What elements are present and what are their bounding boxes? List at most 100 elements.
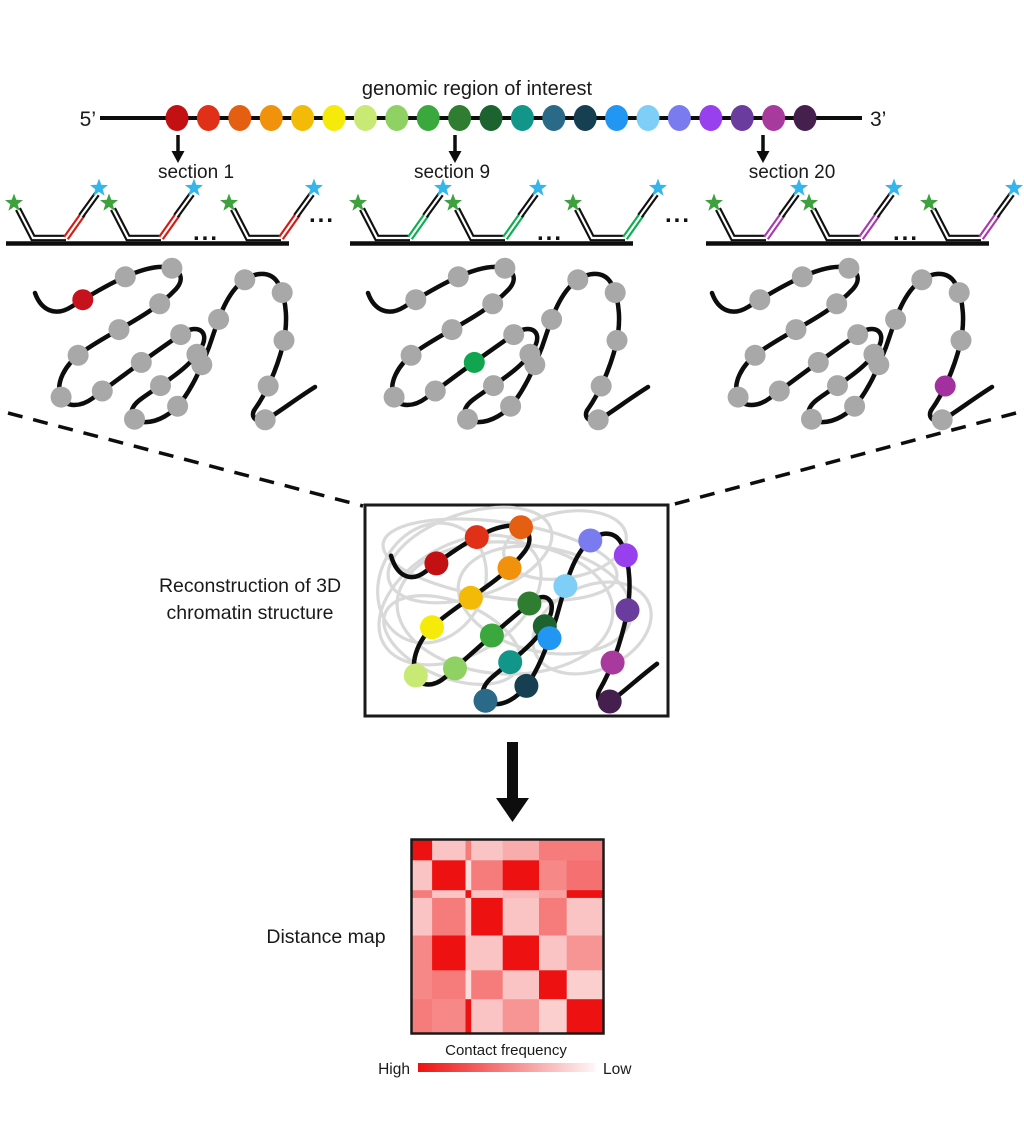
section-arrows (171, 135, 770, 163)
green-star-icon (349, 193, 367, 211)
heatmap-cell (539, 860, 568, 891)
locus-dot (383, 386, 405, 408)
blue-star-icon (790, 178, 808, 196)
heatmap-cell (539, 890, 568, 899)
probe-strand-gap (232, 208, 281, 240)
colorbar-gradient (418, 1063, 595, 1072)
probe-strand-gap (17, 208, 66, 240)
heatmap-cell (465, 897, 472, 936)
reconstructed-locus-dot (473, 688, 498, 713)
probe-strand-gap (765, 213, 784, 239)
genomic-region-title: genomic region of interest (362, 78, 593, 100)
probe-strand-gap (624, 213, 643, 239)
heatmap-cell (432, 860, 466, 891)
locus-dot (567, 269, 589, 291)
locus-dot (447, 266, 469, 288)
locus-dot (885, 308, 907, 330)
locus-dot (108, 319, 130, 341)
probe-unit-separator: ... (537, 219, 563, 246)
genomic-dot (322, 105, 346, 131)
reconstruction-label-line1: Reconstruction of 3D (159, 575, 341, 597)
genomic-dot (353, 105, 377, 131)
blue-star-icon (185, 178, 203, 196)
locus-dot (807, 351, 829, 373)
tangled-chromatin-squiggle (395, 540, 615, 676)
reconstructed-chain (391, 515, 657, 714)
locus-dot (400, 344, 422, 366)
heatmap-cell (539, 935, 568, 971)
genomic-dot (448, 105, 472, 131)
heatmap-cell (412, 890, 433, 899)
heatmap-cell (502, 860, 540, 891)
locus-dot (482, 293, 504, 315)
probe-strand-gap (361, 208, 410, 240)
genomic-dot (196, 105, 220, 131)
probe-strand-gap (280, 213, 299, 239)
green-star-icon (444, 193, 462, 211)
reconstructed-locus-dot (509, 515, 533, 540)
chromatin-blobs (32, 257, 995, 431)
genomic-dot (416, 105, 440, 131)
reconstructed-locus-dot (514, 673, 539, 698)
locus-dot (483, 375, 504, 397)
blue-star-icon (90, 178, 108, 196)
section-1-label: section 1 (158, 162, 234, 183)
locus-dot (768, 380, 790, 402)
heatmap-cell (465, 840, 472, 861)
probe-strand-gap (980, 213, 999, 239)
probe-strand-gap (995, 193, 1013, 217)
heatmap-cell (432, 999, 466, 1034)
probe-strand-gap (65, 213, 84, 239)
probe-unit-separator: ... (893, 219, 919, 246)
probe-unit (444, 178, 547, 242)
probe-strand-gap (456, 208, 505, 240)
down-arrow (496, 742, 529, 822)
probe-strand-gap (295, 193, 313, 217)
section-20-label: section 20 (749, 162, 836, 183)
genomic-dot (291, 105, 315, 131)
genomic-dot (573, 105, 597, 131)
locus-dot (590, 375, 612, 397)
tangled-chromatin-squiggle (381, 517, 619, 603)
genomic-dot (762, 105, 786, 131)
probe-strand-gap (717, 208, 766, 240)
probe-strand-gap (576, 208, 625, 240)
locus-dot (50, 386, 72, 408)
blue-star-icon (529, 178, 547, 196)
highlighted-locus-dot (72, 289, 94, 311)
colorbar-low-label: Low (603, 1061, 632, 1078)
locus-dot (124, 408, 145, 430)
probe-unit-separator: ... (193, 219, 219, 246)
probe-strand-gap (409, 213, 428, 239)
heatmap-cell (412, 935, 433, 971)
locus-dot (749, 289, 771, 311)
heatmap-cell (539, 970, 568, 1000)
locus-dot (950, 329, 972, 351)
reconstructed-locus-dot (403, 663, 428, 688)
heatmap-cell (471, 935, 504, 971)
locus-dot (826, 293, 848, 315)
heatmap-cell (471, 970, 504, 1000)
heatmap-cell (566, 935, 604, 971)
blue-star-icon (649, 178, 667, 196)
locus-dot (847, 324, 869, 346)
heatmap-cell (566, 840, 604, 861)
locus-dot (931, 409, 953, 431)
reconstructed-locus-dot (537, 626, 562, 651)
chromatin-blob (709, 257, 995, 431)
heatmap-cell (566, 890, 604, 899)
probe-unit (5, 178, 108, 242)
distance-map-border (410, 838, 605, 1035)
locus-dot (424, 380, 446, 402)
heatmap-cell (465, 890, 472, 899)
heatmap-cell (412, 860, 433, 891)
reconstructed-locus-dot (497, 556, 522, 581)
reconstructed-locus-dot (615, 598, 640, 623)
heatmap-cell (539, 897, 568, 936)
section-9-label: section 9 (414, 162, 490, 183)
blue-star-icon (434, 178, 452, 196)
heatmap-cell (432, 890, 466, 899)
genomic-dot (259, 105, 283, 131)
heatmap-cell (539, 840, 568, 861)
